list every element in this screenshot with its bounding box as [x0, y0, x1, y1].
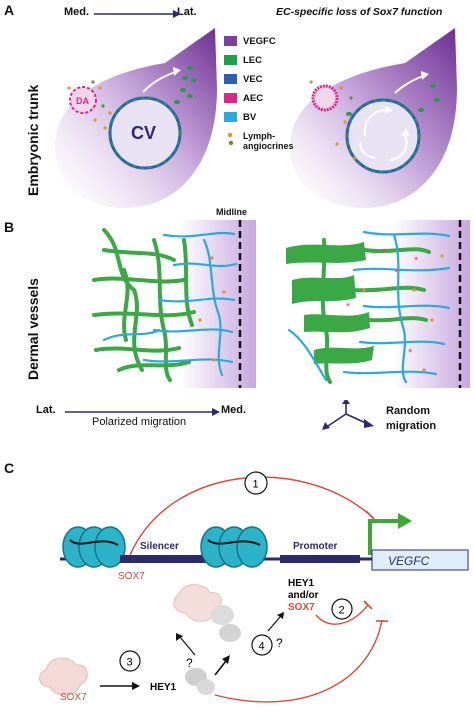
panel-b-diagram: * * * * *: [66, 220, 470, 388]
legend-item-vegfc: VEGFC: [224, 34, 276, 48]
panel-b-side-label: Dermal vessels: [25, 278, 41, 380]
legend-item-vec: VEC: [224, 72, 263, 86]
panel-a-letter: A: [4, 2, 15, 18]
random-migration-arrows-icon: [322, 400, 374, 430]
svg-text:SOX7: SOX7: [288, 602, 315, 613]
svg-text:*: *: [346, 301, 351, 313]
step-3-circle: [119, 650, 141, 672]
svg-text:2: 2: [339, 605, 345, 617]
legend-item-lec: LEC: [224, 53, 262, 67]
hey1-sox7-line1: HEY1: [288, 578, 315, 589]
silencer-block: [120, 555, 210, 563]
vegfc-gene-label: VEGFC: [388, 554, 430, 568]
panel-b-axis-end: Med.: [221, 404, 247, 416]
svg-text:3: 3: [127, 657, 133, 669]
legend-item-aec: AEC: [224, 91, 263, 105]
svg-text:1: 1: [253, 479, 259, 491]
left-blood-vessels: [102, 231, 238, 377]
panel-a-side-label: Embryonic trunk: [25, 84, 41, 196]
polarized-migration-label: Polarized migration: [92, 416, 187, 428]
hey1-bottom-protein: [185, 668, 215, 695]
right-blood-vessels: [287, 230, 451, 384]
sox7-bottom-label: SOX7: [60, 692, 87, 703]
svg-text:and/or: and/or: [288, 590, 319, 601]
panel-a-diagram: DA CV: [55, 28, 457, 208]
left-lec-cells: [174, 66, 197, 104]
legend-item-lymphangiocrines: Lymph- angiocrines: [243, 131, 294, 151]
panel-b-axis-arrow: [65, 408, 220, 416]
panel-c-letter: C: [4, 460, 15, 476]
legend: VEGFC LEC VEC AEC BV Lymph- angiocrines: [224, 34, 294, 164]
random-migration-label: Random migration: [386, 405, 437, 432]
right-stars: * * * * *: [346, 247, 419, 359]
svg-text:*: *: [382, 247, 387, 259]
left-da-vessel: [69, 86, 97, 114]
legend-item-bv: BV: [224, 110, 256, 124]
inhibition-arc-1: [129, 476, 371, 556]
svg-text:*: *: [394, 267, 399, 279]
panel-a-axis-start: Med.: [64, 6, 90, 18]
panel-c-diagram: 1 Silencer Promoter VEGFC SOX7 ? ? HEY1 …: [39, 471, 469, 703]
vegfc-gene-box: [371, 549, 469, 571]
promoter-label: Promoter: [293, 541, 338, 552]
nucleosome-cluster-right: [200, 526, 268, 568]
right-lec-cells: [346, 84, 440, 116]
svg-text:*: *: [408, 347, 413, 359]
panel-b-axis-start: Lat.: [36, 404, 56, 416]
step-1-circle: [244, 471, 268, 495]
cv-label: CV: [131, 123, 156, 143]
left-lymphangiocrine-dots: [67, 86, 112, 130]
svg-text:4: 4: [259, 641, 265, 653]
hey1-bottom-label: HEY1: [150, 682, 177, 693]
midline-label: Midline: [216, 207, 247, 217]
transcription-start-arrow: [368, 519, 400, 555]
right-da-vessel: [311, 84, 339, 112]
sox7-silencer-label: SOX7: [118, 571, 145, 582]
da-label: DA: [76, 96, 89, 106]
left-lymphatic-network: [92, 228, 196, 382]
svg-text:*: *: [414, 255, 419, 267]
step-4-circle: [251, 634, 273, 656]
nucleosome-cluster-left: [62, 526, 126, 568]
silencer-label: Silencer: [140, 541, 179, 552]
panel-a-right-title: EC-specific loss of Sox7 function: [276, 6, 443, 18]
panel-b-letter: B: [4, 219, 15, 235]
promoter-block: [280, 555, 360, 563]
lymph-dots-icon: [227, 132, 234, 146]
svg-text:?: ?: [276, 636, 283, 650]
sox7-bottom-protein: [39, 657, 88, 696]
svg-text:?: ?: [186, 656, 193, 670]
panel-a-axis-arrow: [94, 10, 181, 18]
panel-a-axis-end: Lat.: [177, 6, 197, 18]
central-protein-complex: [173, 584, 241, 642]
inhibition-arc-3: [214, 619, 383, 703]
step-2-circle: [331, 598, 353, 620]
